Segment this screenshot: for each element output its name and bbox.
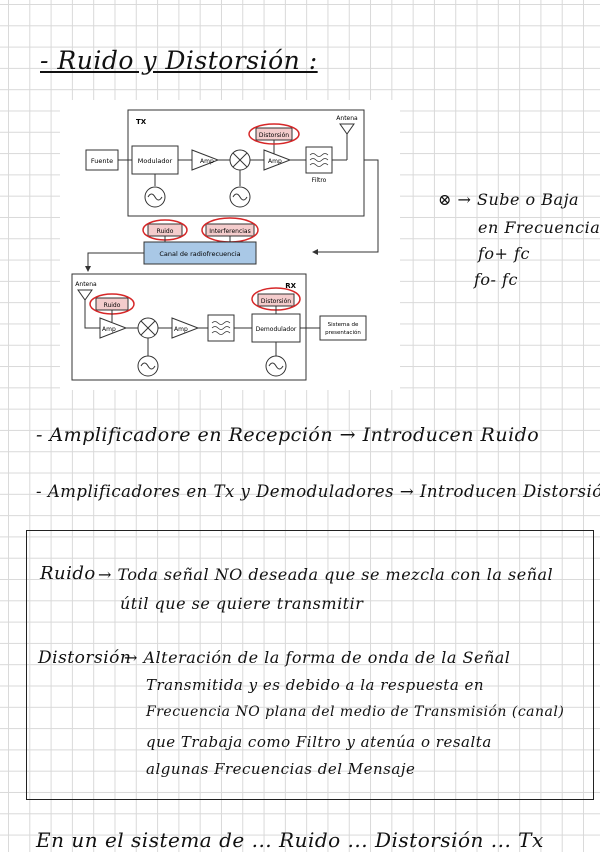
distorsion-def-line-1: → Alteración de la forma de onda de la S… [124, 648, 511, 667]
svg-text:Interferencias: Interferencias [209, 228, 250, 235]
distorsion-def-line-4: que Trabaja como Filtro y atenúa o resal… [146, 733, 492, 751]
svg-text:Ruido: Ruido [157, 228, 174, 235]
svg-text:Amp: Amp [102, 326, 116, 333]
distorsion-def-line-5: algunas Frecuencias del Mensaje [146, 760, 416, 778]
amp-tx-2 [263, 149, 292, 171]
filtro-box [305, 146, 333, 174]
definitions-box [26, 530, 594, 800]
side-note-line-4: fo- fc [474, 270, 518, 289]
heading: - Ruido y Distorsión : [40, 46, 318, 75]
highlight-circle [248, 123, 300, 145]
amp-tx-1 [191, 149, 220, 171]
filtro-label: Filtro [312, 177, 327, 184]
distorsion-def-line-3: Frecuencia NO plana del medio de Transmi… [146, 704, 565, 720]
rx-label: RX [285, 282, 296, 290]
filtro-rx-box [207, 314, 235, 342]
ruido-def-line-2: útil que se quiere transmitir [120, 594, 364, 613]
rx-antenna-label: Antena [75, 281, 97, 288]
canal-label: Canal de radiofrecuencia [159, 250, 240, 258]
footer-partial-text: En un el sistema de ... Ruido ... Distor… [36, 828, 544, 852]
ruido-def-line-1: → Toda señal NO deseada que se mezcla co… [98, 565, 554, 584]
tx-antenna-label: Antena [336, 115, 358, 122]
distorsion-term: Distorsión [38, 648, 132, 668]
modulador-label: Modulador [138, 157, 173, 165]
side-note-line-3: fo+ fc [478, 244, 530, 263]
ruido-term: Ruido [40, 563, 96, 584]
modulador-box [131, 145, 179, 175]
rx-antenna-icon [77, 289, 93, 301]
side-note-line-1: ⊗ → Sube o Baja [438, 190, 580, 209]
side-note-line-2: en Frecuencia [478, 218, 600, 237]
tx-antenna-icon [339, 123, 355, 135]
svg-text:Distorsión: Distorsión [259, 132, 289, 139]
svg-text:Ruido: Ruido [104, 302, 121, 309]
demodulador-label: Demodulador [256, 326, 297, 333]
amp-rx-2 [171, 317, 200, 339]
note-line-2: - Amplificadores en Tx y Demoduladores →… [36, 482, 600, 501]
svg-text:Amp: Amp [174, 326, 188, 333]
svg-text:Distorsión: Distorsión [261, 298, 291, 305]
svg-text:Amp: Amp [268, 158, 282, 165]
amp-rx-1 [99, 317, 128, 339]
svg-text:Amp: Amp [200, 158, 214, 165]
svg-text:presentación: presentación [325, 329, 361, 336]
distorsion-def-line-2: Transmitida y es debido a la respuesta e… [146, 676, 485, 694]
tx-label: TX [136, 118, 147, 126]
sistema-box [319, 315, 367, 341]
fuente-label: Fuente [91, 157, 113, 165]
block-diagram: TX Fuente Modulador Amp Amp Distorsión F… [60, 100, 400, 390]
svg-text:Sistema de: Sistema de [328, 322, 359, 328]
note-line-1: - Amplificadore en Recepción → Introduce… [36, 424, 540, 446]
